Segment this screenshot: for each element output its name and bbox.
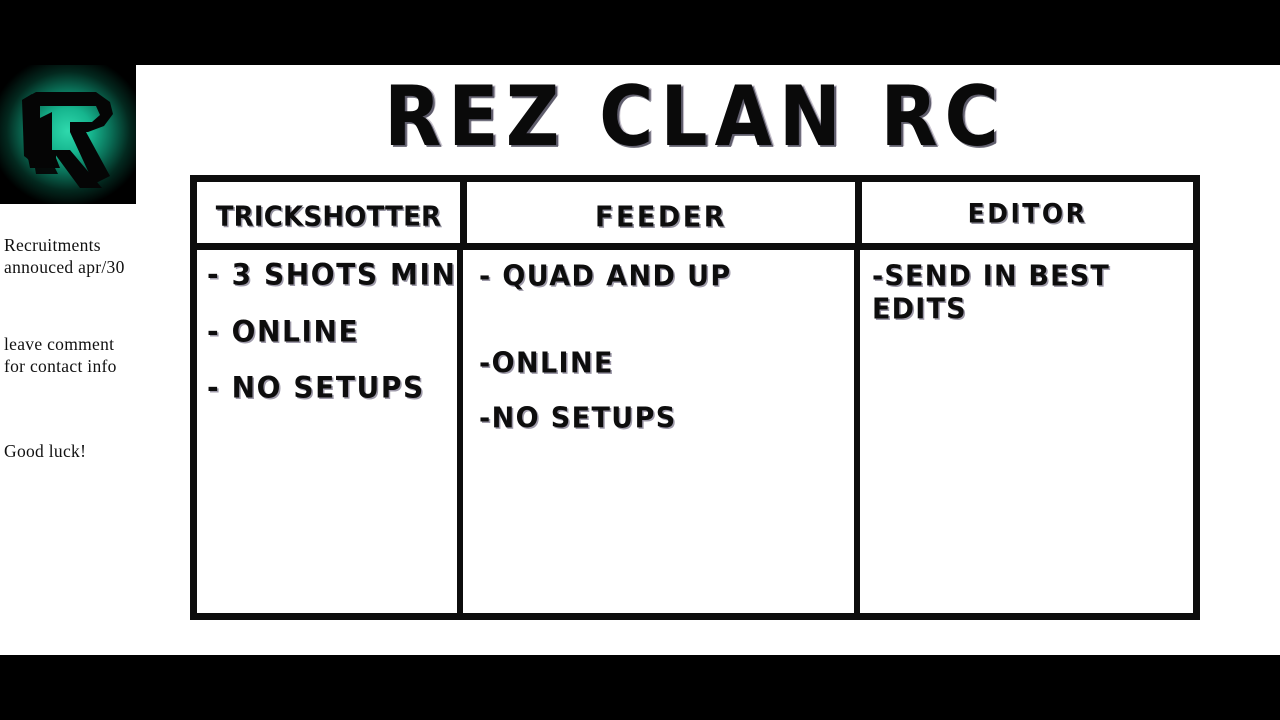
note-recruitments: Recruitments annouced apr/30 <box>4 235 125 277</box>
rez-clan-logo <box>0 65 136 204</box>
list-item: -NO SETUPS <box>479 402 677 435</box>
table-cell-editor: -SEND IN BEST EDITS <box>860 250 1193 326</box>
table-header-feeder: FEEDER <box>467 201 855 234</box>
table-column-divider-1-header <box>460 175 467 247</box>
table-header-trickshotter: TRICKSHOTTER <box>190 201 467 233</box>
logo-r-glyph <box>22 92 113 188</box>
list-item: - 3 SHOTS MIN <box>207 256 457 292</box>
page-title: REZ CLAN RC <box>384 68 1006 165</box>
table-header-label: EDITOR <box>967 198 1088 229</box>
table-column-divider-2-body <box>854 247 860 620</box>
table-column-divider-2-header <box>855 175 862 247</box>
table-border-left <box>190 175 197 620</box>
list-item: -SEND IN BEST EDITS <box>872 260 1111 326</box>
note-contact: leave comment for contact info <box>4 334 117 376</box>
list-item: - ONLINE <box>207 313 360 349</box>
table-border-bottom <box>190 613 1200 620</box>
roles-table: TRICKSHOTTER FEEDER EDITOR - 3 SHOTS MIN… <box>190 175 1200 620</box>
table-header-label: FEEDER <box>595 201 727 234</box>
note-good-luck: Good luck! <box>4 441 87 461</box>
letterbox-bar-bottom <box>0 655 1280 720</box>
table-border-right <box>1193 175 1200 620</box>
list-item: -ONLINE <box>479 347 614 380</box>
list-item: - NO SETUPS <box>207 369 425 405</box>
table-column-divider-1-body <box>457 247 463 620</box>
list-item: - QUAD AND UP <box>479 260 732 293</box>
table-cell-trickshotter: - 3 SHOTS MIN - ONLINE - NO SETUPS <box>197 250 457 405</box>
table-header-label: TRICKSHOTTER <box>215 201 442 233</box>
table-header-editor: EDITOR <box>862 198 1193 229</box>
table-header-divider <box>190 243 1200 250</box>
letterbox-bar-top <box>0 0 1280 65</box>
slide-canvas: Recruitments annouced apr/30 leave comme… <box>0 65 1280 655</box>
table-border-top <box>190 175 1200 182</box>
table-cell-feeder: - QUAD AND UP -ONLINE -NO SETUPS <box>463 250 854 435</box>
